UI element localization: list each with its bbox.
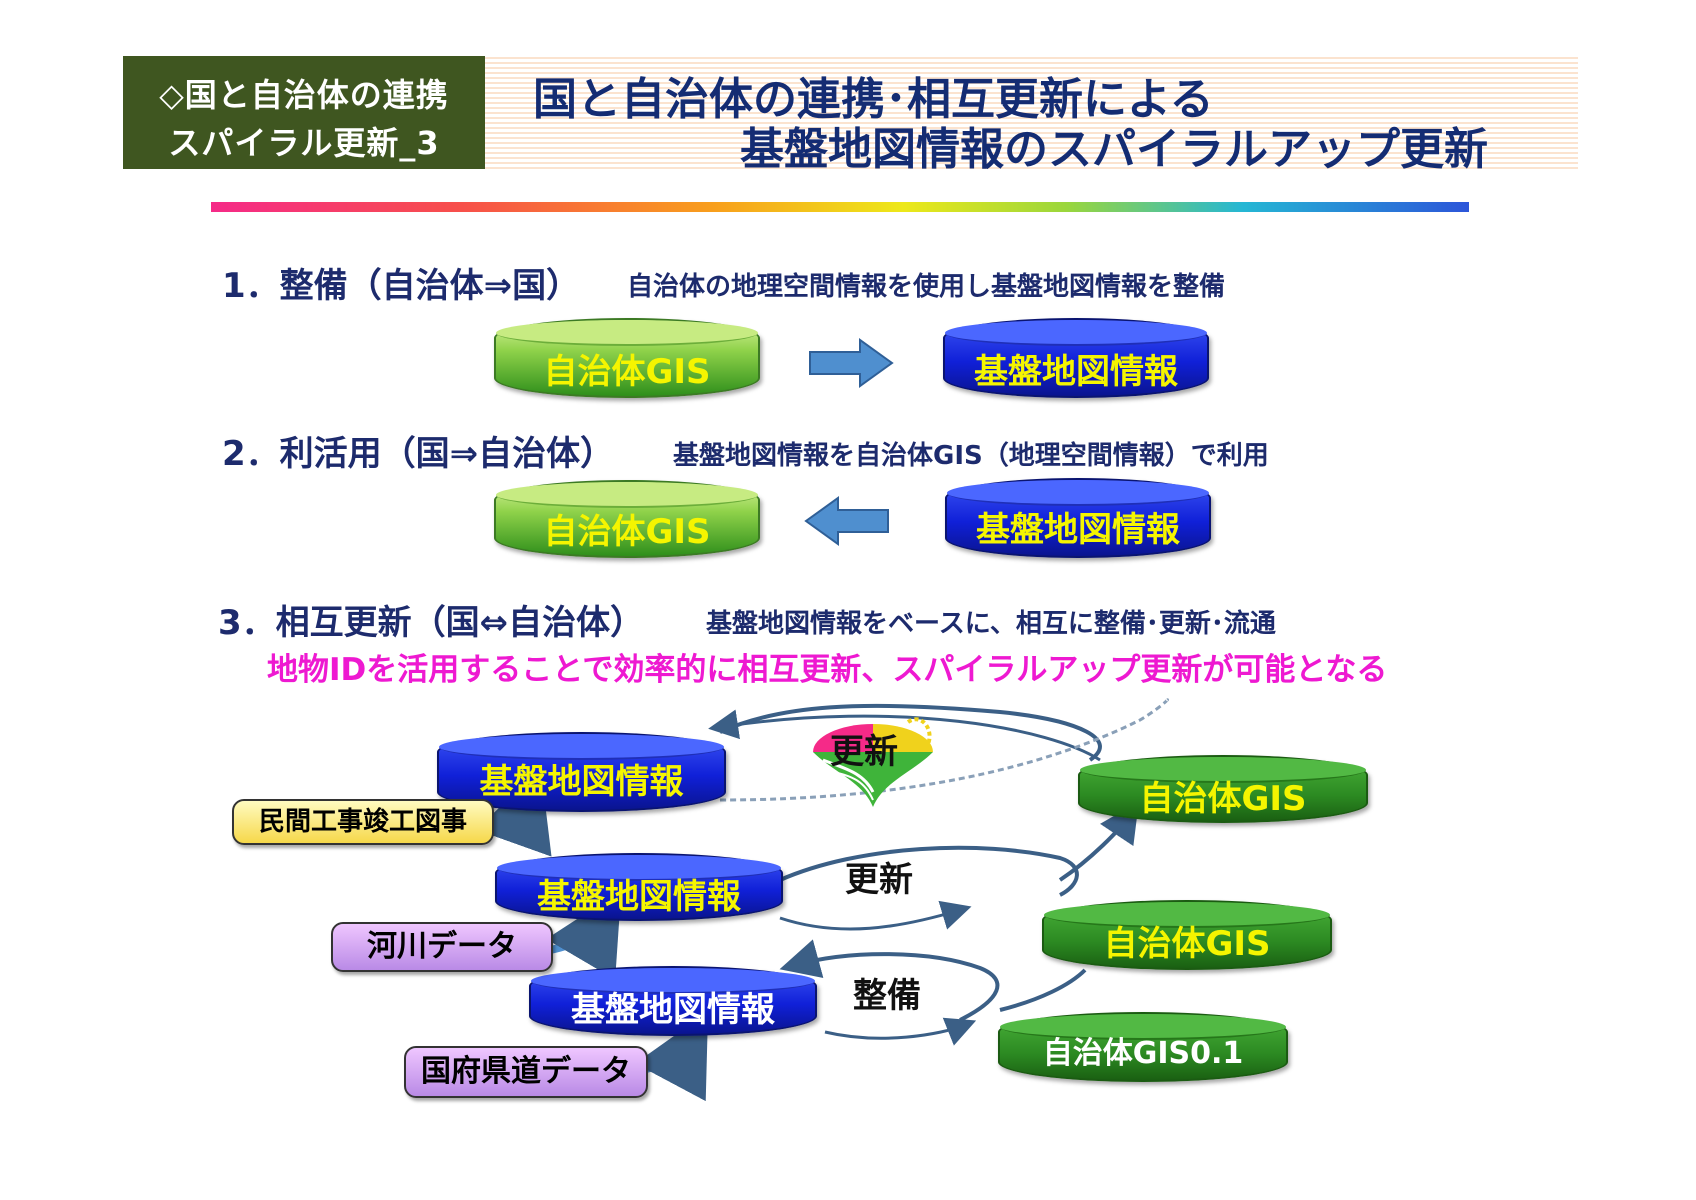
section1-gis-label: 自治体GIS (543, 352, 711, 392)
section2-heading: 2．利活用（国⇒自治体） (222, 434, 615, 474)
spiral-curve-bottom-down (824, 1017, 977, 1046)
source-arrow-3 (635, 1011, 709, 1102)
section3-note: 地物IDを活用することで効率的に相互更新、スパイラルアップ更新が可能となる (267, 652, 1388, 688)
spiral-curve-bottom (779, 939, 1000, 1022)
section2-kiban-cylinder: 基盤地図情報 (945, 478, 1211, 558)
rainbow-divider (211, 202, 1469, 212)
right-arrow-icon (809, 338, 894, 388)
source-pill-roads: 国府県道データ (404, 1046, 648, 1098)
title-band (485, 57, 1578, 169)
gis-cylinder-mid: 自治体GIS (1042, 900, 1332, 970)
spiral-emblem-icon (813, 717, 933, 807)
spiral-curve-mid (779, 845, 1079, 897)
spiral-curve-mid-up (1058, 801, 1139, 882)
source-pill-construction: 民間工事竣工図事 (232, 799, 494, 845)
section2-description: 基盤地図情報を自治体GIS（地理空間情報）で利用 (673, 441, 1269, 471)
spiral-label-maintain: 整備 (853, 976, 921, 1016)
section1-kiban-label: 基盤地図情報 (974, 352, 1178, 392)
source-pill-river: 河川データ (331, 922, 553, 972)
section1-kiban-cylinder: 基盤地図情報 (943, 318, 1209, 398)
section1-heading: 1．整備（自治体⇒国） (222, 266, 581, 306)
spiral-curve-bottom-up (999, 968, 1087, 1012)
section3-heading: 3．相互更新（国⇔自治体） (218, 603, 645, 643)
section3-description: 基盤地図情報をベースに、相互に整備･更新･流通 (706, 609, 1276, 639)
gis-top-label: 自治体GIS (1139, 779, 1307, 819)
kiban-cylinder-top: 基盤地図情報 (437, 732, 726, 812)
section2-gis-label: 自治体GIS (543, 512, 711, 552)
section2-kiban-label: 基盤地図情報 (976, 510, 1180, 550)
spiral-label-update-top: 更新 (830, 732, 898, 772)
gis-mid-label: 自治体GIS (1103, 924, 1271, 964)
section-tag: ◇国と自治体の連携 スパイラル更新_3 (123, 56, 485, 169)
kiban-cylinder-mid: 基盤地図情報 (495, 853, 783, 921)
gis-cylinder-bottom: 自治体GIS0.1 (998, 1012, 1288, 1082)
left-arrow-icon (804, 496, 889, 546)
kiban-cylinder-bottom: 基盤地図情報 (529, 966, 817, 1036)
spiral-dashed-curve (719, 698, 1170, 802)
page-title-line2: 基盤地図情報のスパイラルアップ更新 (740, 124, 1488, 175)
gis-bottom-label: 自治体GIS0.1 (1042, 1036, 1244, 1071)
section-tag-line1: ◇国と自治体の連携 (159, 76, 449, 114)
section-tag-line2: スパイラル更新_3 (168, 124, 440, 162)
spiral-label-update-mid: 更新 (845, 860, 913, 900)
kiban-top-label: 基盤地図情報 (479, 762, 684, 802)
section1-description: 自治体の地理空間情報を使用し基盤地図情報を整備 (627, 272, 1226, 302)
section2-gis-cylinder: 自治体GIS (494, 480, 760, 558)
kiban-mid-label: 基盤地図情報 (537, 877, 741, 917)
source-arrow-2 (546, 890, 622, 980)
gis-cylinder-top: 自治体GIS (1078, 755, 1368, 823)
spiral-curve-mid-down (779, 900, 972, 931)
section1-gis-cylinder: 自治体GIS (494, 318, 760, 398)
kiban-bottom-label: 基盤地図情報 (571, 990, 775, 1030)
page-title-line1: 国と自治体の連携･相互更新による (533, 74, 1214, 125)
